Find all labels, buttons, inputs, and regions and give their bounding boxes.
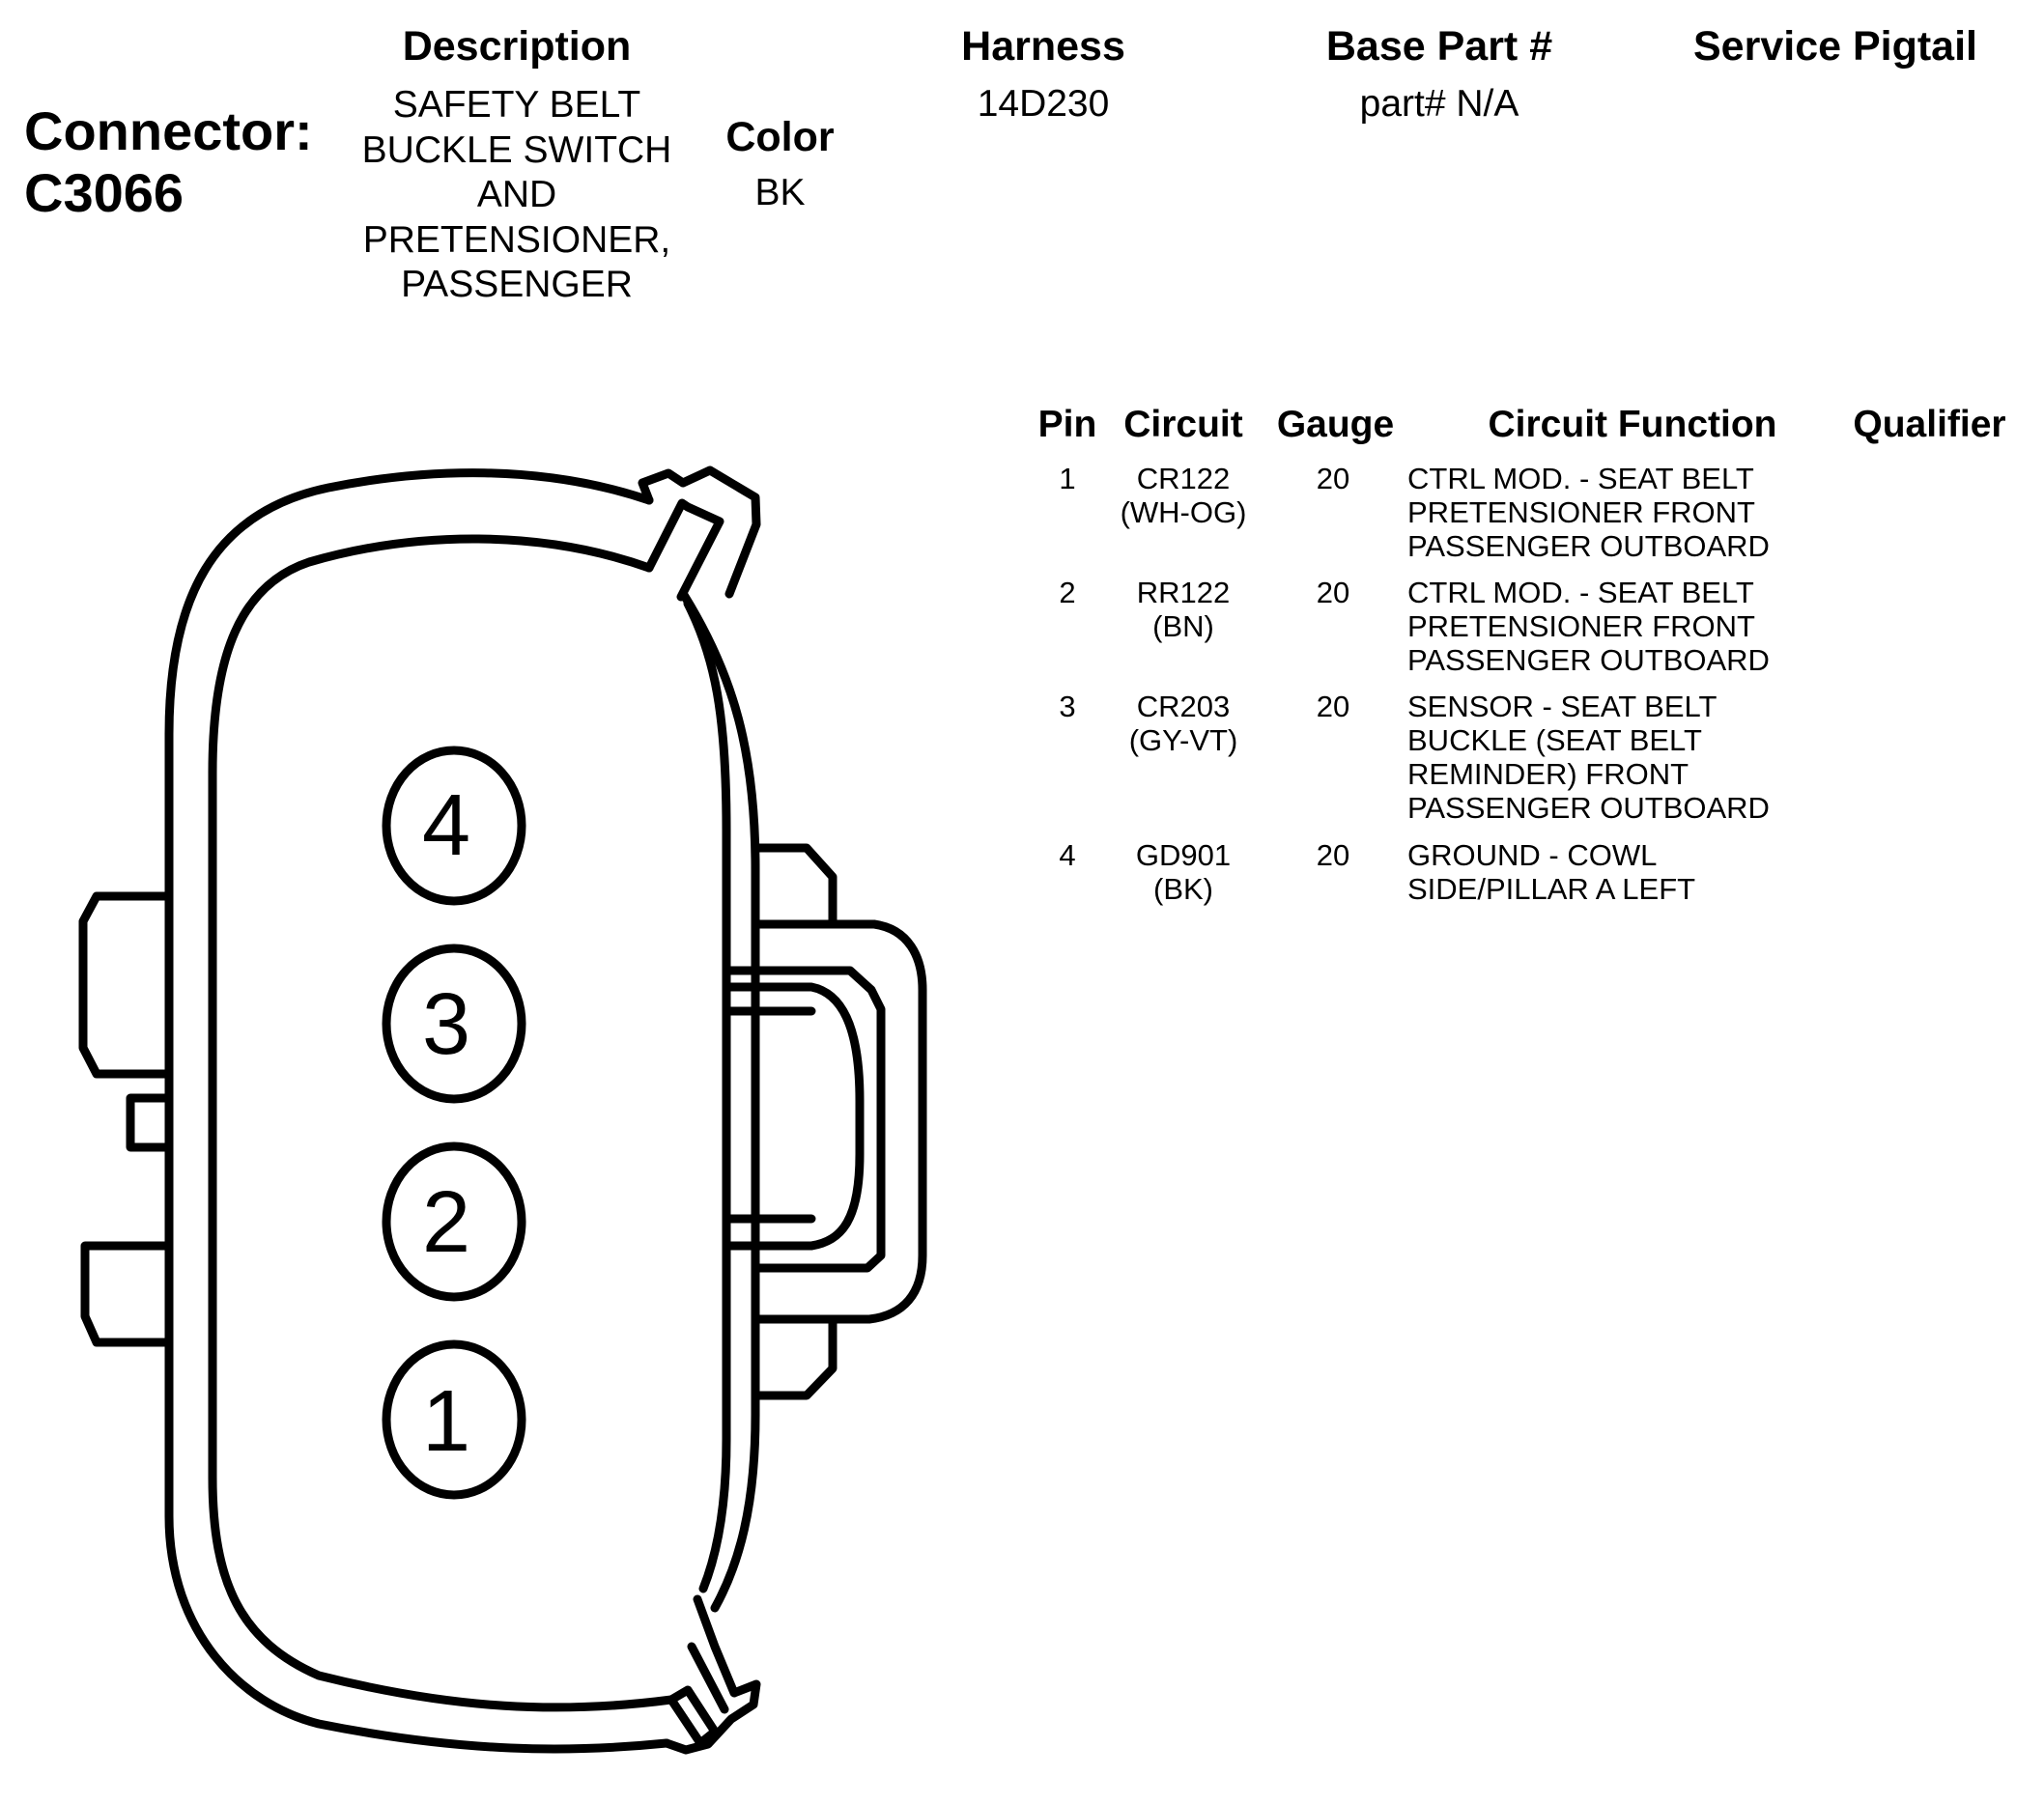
wire-color: (BN): [1152, 609, 1214, 643]
right-mount-outer: [751, 919, 927, 1324]
base-part-header: Base Part #: [1325, 23, 1553, 70]
right-mount-cavity: [722, 982, 865, 1251]
function-line: SENSOR - SEAT BELT: [1407, 690, 1718, 723]
right-mount-inner: [722, 966, 886, 1273]
pin-2-circle: [382, 1142, 526, 1302]
color-header: Color: [725, 114, 835, 160]
connector-id: C3066: [24, 162, 185, 223]
function-line: SIDE/PILLAR A LEFT: [1407, 872, 1696, 906]
circuit-cell: RR122 (BN): [1106, 576, 1261, 643]
circuit-code: RR122: [1136, 576, 1231, 609]
description-line: BUCKLE SWITCH: [361, 128, 672, 171]
function-cell: GROUND - COWL SIDE/PILLAR A LEFT: [1407, 838, 1890, 906]
circuit-code: GD901: [1135, 838, 1232, 872]
pin-cell: 1: [1059, 462, 1076, 495]
qualifier-column-header: Qualifier: [1853, 404, 2006, 445]
left-tab-middle: [126, 1093, 174, 1152]
connector-inner-shell-right: [683, 599, 731, 1593]
function-line: PASSENGER OUTBOARD: [1407, 643, 1770, 677]
gauge-column-header: Gauge: [1276, 404, 1395, 445]
function-line: CTRL MOD. - SEAT BELT: [1407, 576, 1754, 609]
service-pigtail-header: Service Pigtail: [1693, 23, 1977, 70]
pin-4-circle: [382, 746, 526, 906]
right-mount-divider: [722, 1006, 816, 1324]
harness-header: Harness: [961, 23, 1125, 70]
function-cell: CTRL MOD. - SEAT BELT PRETENSIONER FRONT…: [1407, 462, 1890, 563]
connector-outer-shell-right: [679, 590, 760, 1613]
description-header: Description: [402, 23, 632, 70]
gauge-cell: 20: [1316, 838, 1350, 872]
function-line: PASSENGER OUTBOARD: [1407, 529, 1770, 563]
function-line: CTRL MOD. - SEAT BELT: [1407, 462, 1754, 495]
pin-1-circle: [382, 1339, 526, 1500]
right-tab-top: [751, 843, 837, 929]
circuit-function-column-header: Circuit Function: [1488, 404, 1777, 445]
function-line: REMINDER) FRONT: [1407, 757, 1689, 791]
left-tab-bottom: [80, 1241, 174, 1347]
circuit-code: CR203: [1136, 690, 1231, 723]
function-line: BUCKLE (SEAT BELT: [1407, 723, 1702, 757]
pin-3-label: 3: [422, 976, 470, 1073]
connector-inner-shell: [208, 534, 676, 1712]
function-line: PRETENSIONER FRONT: [1407, 609, 1755, 643]
gauge-cell: 20: [1316, 576, 1350, 609]
function-cell: SENSOR - SEAT BELT BUCKLE (SEAT BELT REM…: [1407, 690, 1890, 825]
wire-color: (WH-OG): [1120, 495, 1247, 529]
base-part-value: part# N/A: [1359, 83, 1519, 125]
circuit-cell: CR203 (GY-VT): [1106, 690, 1261, 757]
pin-1-label: 1: [422, 1373, 470, 1470]
function-line: PRETENSIONER FRONT: [1407, 495, 1755, 529]
description-line: PRETENSIONER,: [362, 218, 671, 261]
description-line: AND: [476, 174, 557, 215]
description-value: SAFETY BELT BUCKLE SWITCH AND PRETENSION…: [338, 83, 696, 308]
function-cell: CTRL MOD. - SEAT BELT PRETENSIONER FRONT…: [1407, 576, 1890, 677]
connector-face-diagram: 4 3 2 1: [78, 465, 927, 1755]
bottom-latch: [662, 1594, 761, 1755]
pin-4-label: 4: [422, 777, 470, 874]
circuit-column-header: Circuit: [1123, 404, 1243, 445]
wire-color: (GY-VT): [1128, 723, 1238, 757]
gauge-cell: 20: [1316, 462, 1350, 495]
pin-cell: 3: [1059, 690, 1076, 723]
connector-outer-shell: [164, 468, 671, 1754]
pin-3-circle: [382, 944, 526, 1104]
pin-cell: 4: [1059, 838, 1076, 872]
circuit-code: CR122: [1136, 462, 1231, 495]
connector-title: Connector: C3066: [24, 100, 313, 224]
pin-column-header: Pin: [1037, 404, 1097, 445]
description-line: SAFETY BELT: [392, 84, 641, 126]
harness-value: 14D230: [977, 83, 1110, 125]
function-line: PASSENGER OUTBOARD: [1407, 791, 1770, 825]
description-line: PASSENGER: [401, 264, 633, 305]
gauge-cell: 20: [1316, 690, 1350, 723]
pin-cell: 2: [1059, 576, 1076, 609]
circuit-cell: GD901 (BK): [1106, 838, 1261, 906]
wire-color: (BK): [1153, 872, 1213, 906]
circuit-cell: CR122 (WH-OG): [1106, 462, 1261, 529]
right-tab-bottom: [751, 1316, 837, 1400]
color-value: BK: [754, 172, 806, 213]
connector-label: Connector:: [24, 100, 313, 161]
left-tab-top: [78, 891, 174, 1079]
pin-2-label: 2: [422, 1174, 470, 1271]
top-latch: [638, 465, 761, 602]
function-line: GROUND - COWL: [1407, 838, 1658, 872]
